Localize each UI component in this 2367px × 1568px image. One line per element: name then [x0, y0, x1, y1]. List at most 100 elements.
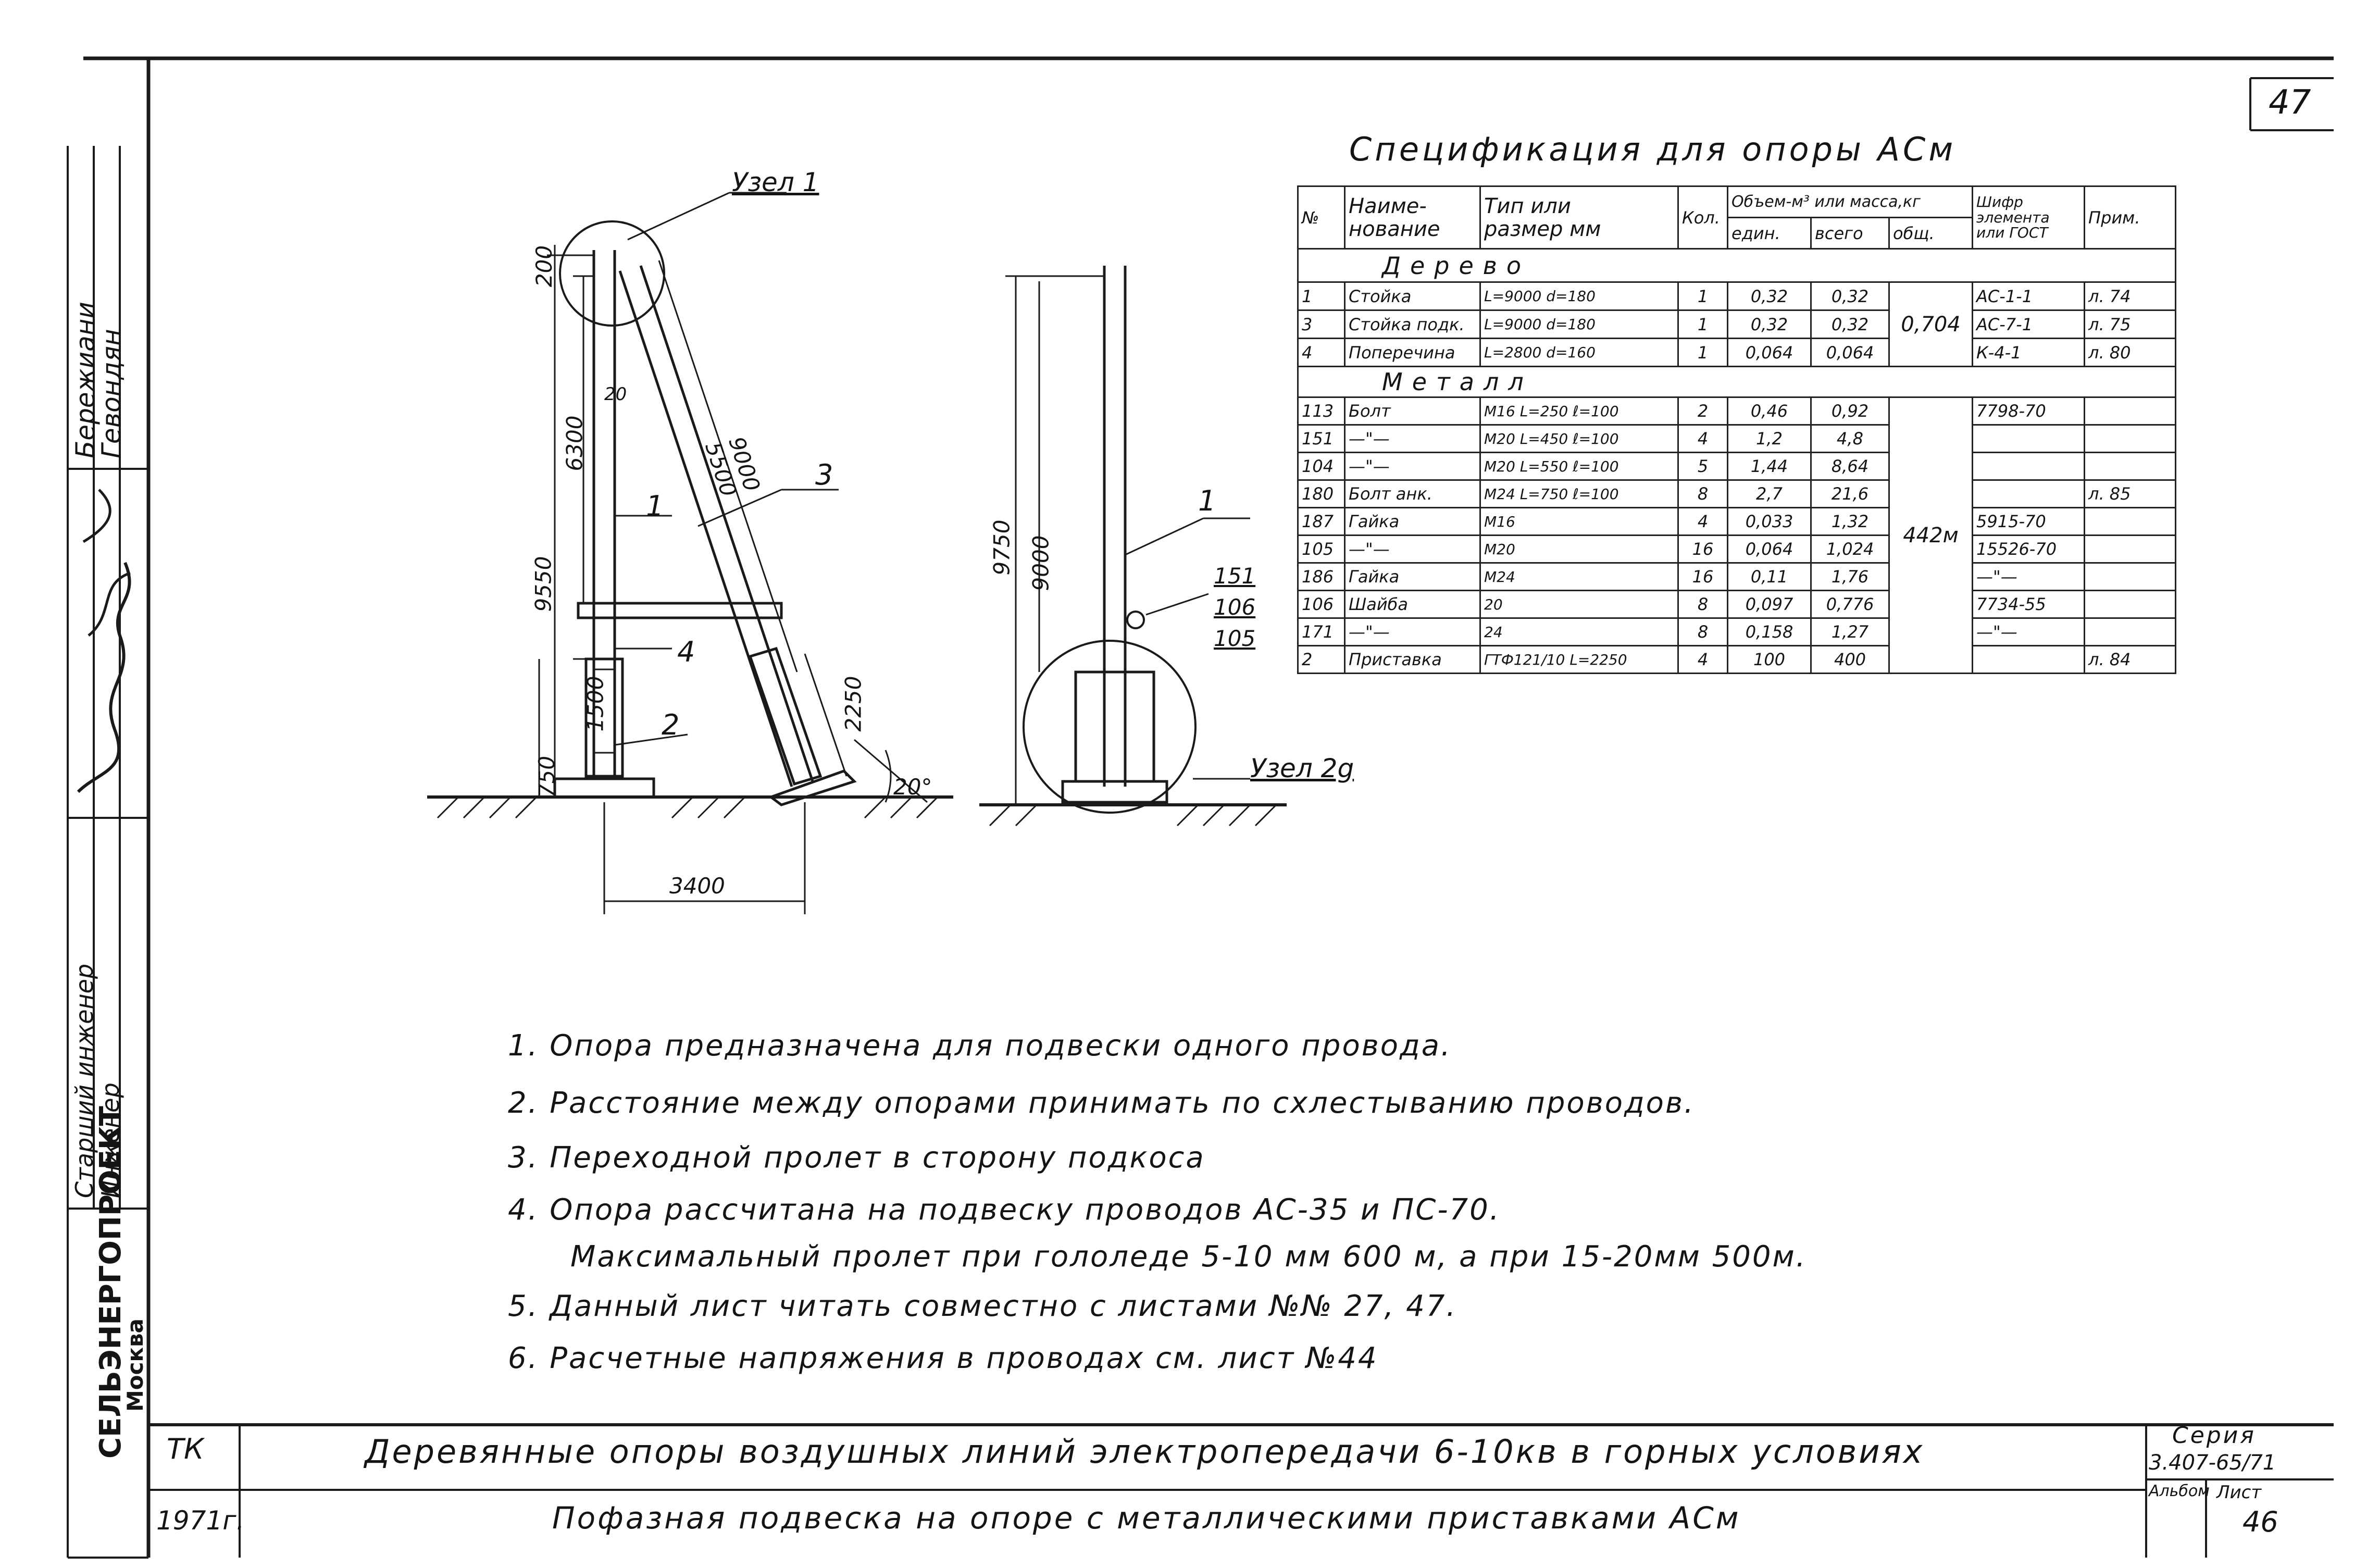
angle-20: 20 — [604, 384, 627, 405]
dim-9000b: 9000 — [1028, 535, 1054, 591]
cell-num: 104 — [1297, 452, 1346, 481]
cell-code: 15526-70 — [1972, 534, 2085, 564]
cell-unit: 1,2 — [1727, 424, 1812, 453]
dim-9550: 9550 — [530, 556, 556, 612]
cell-name: Гайка — [1344, 562, 1481, 591]
cell-note — [2084, 534, 2176, 564]
cell-type: ГТФ121/10 L=2250 — [1479, 645, 1679, 674]
note-6: 6. Расчетные напряжения в проводах см. л… — [508, 1341, 1378, 1375]
cell-num: 186 — [1297, 562, 1346, 591]
cell-num: 151 — [1297, 424, 1346, 453]
node-1-label: Узел 1 — [732, 167, 819, 197]
note-4: 4. Опора рассчитана на подвеску проводов… — [508, 1193, 1501, 1227]
cell-num: 180 — [1297, 479, 1346, 508]
side-role-1: Старший инженер — [70, 963, 98, 1198]
cell-num: 106 — [1297, 590, 1346, 619]
side-role-2: Инженер — [96, 1082, 124, 1198]
ref-2: 2 — [662, 708, 680, 741]
cell-qty: 8 — [1677, 590, 1728, 619]
cell-num: 1 — [1297, 281, 1346, 311]
cell-unit: 0,32 — [1727, 281, 1812, 311]
cell-qty: 5 — [1677, 452, 1728, 481]
dim-200: 200 — [531, 245, 557, 288]
cell-unit: 0,064 — [1727, 338, 1812, 367]
cell-unit: 0,46 — [1727, 396, 1812, 426]
col-name: Наиме- нование — [1344, 185, 1481, 250]
cell-type: L=9000 d=180 — [1479, 281, 1679, 311]
cell-note: л. 85 — [2084, 479, 2176, 508]
cell-qty: 2 — [1677, 396, 1728, 426]
col-num: № — [1297, 185, 1346, 250]
node-2-label: Узел 2g — [1250, 753, 1354, 783]
cell-note — [2084, 617, 2176, 646]
side-city: Москва — [122, 1318, 148, 1412]
cell-total: 0,064 — [1810, 338, 1890, 367]
cell-type: М20 L=550 ℓ=100 — [1479, 452, 1679, 481]
cell-total: 0,92 — [1810, 396, 1890, 426]
ref-106: 106 — [1214, 594, 1256, 620]
cell-code — [1972, 645, 2085, 674]
dim-750: 750 — [534, 755, 560, 798]
cell-note — [2084, 424, 2176, 453]
note-3: 3. Переходной пролет в сторону подкоса — [508, 1141, 1205, 1175]
cell-unit: 0,064 — [1727, 534, 1812, 564]
cell-unit: 0,32 — [1727, 309, 1812, 339]
ref-4: 4 — [677, 636, 695, 668]
cell-type: L=2800 d=160 — [1479, 338, 1679, 367]
col-total: всего — [1810, 217, 1890, 250]
cell-code: К-4-1 — [1972, 338, 2085, 367]
note-2: 2. Расстояние между опорами принимать по… — [508, 1086, 1695, 1120]
cell-code: 7798-70 — [1972, 396, 2085, 426]
cell-qty: 16 — [1677, 534, 1728, 564]
signatures — [77, 489, 131, 793]
cell-type: М16 L=250 ℓ=100 — [1479, 396, 1679, 426]
cell-total: 1,76 — [1810, 562, 1890, 591]
dim-2250: 2250 — [840, 676, 866, 732]
cell-qty: 8 — [1677, 617, 1728, 646]
cell-total: 4,8 — [1810, 424, 1890, 453]
cell-num: 4 — [1297, 338, 1346, 367]
album-label: Альбом — [2149, 1482, 2210, 1500]
cell-name: Поперечина — [1344, 338, 1481, 367]
cell-name: Гайка — [1344, 507, 1481, 536]
col-qty: Кол. — [1677, 185, 1728, 250]
cell-unit: 0,033 — [1727, 507, 1812, 536]
cell-type: М20 — [1479, 534, 1679, 564]
cell-name: Болт — [1344, 396, 1481, 426]
title-line-2: Пофазная подвеска на опоре с металлическ… — [552, 1500, 1741, 1536]
note-5: 5. Данный лист читать совместно с листам… — [508, 1289, 1457, 1323]
col-volume: Объем-м³ или масса,кг — [1727, 185, 1973, 218]
section-metal: Металл — [1297, 366, 2176, 397]
cell-note: л. 74 — [2084, 281, 2176, 311]
cell-code: —"— — [1972, 617, 2085, 646]
cell-type: 24 — [1479, 617, 1679, 646]
cell-type: М24 L=750 ℓ=100 — [1479, 479, 1679, 508]
cell-name: —"— — [1344, 534, 1481, 564]
cell-num: 187 — [1297, 507, 1346, 536]
cell-qty: 4 — [1677, 645, 1728, 674]
series-label: Серия — [2172, 1422, 2256, 1449]
ref-1: 1 — [646, 490, 664, 522]
cell-name: Приставка — [1344, 645, 1481, 674]
cell-note — [2084, 507, 2176, 536]
cell-unit: 0,11 — [1727, 562, 1812, 591]
cell-unit: 100 — [1727, 645, 1812, 674]
cell-total: 1,32 — [1810, 507, 1890, 536]
sheet-label: Лист — [2216, 1482, 2262, 1503]
sheet-number: 46 — [2243, 1505, 2278, 1538]
ref-151: 151 — [1214, 563, 1256, 589]
cell-note — [2084, 452, 2176, 481]
col-code: Шифр элемента или ГОСТ — [1972, 185, 2085, 250]
cell-note — [2084, 590, 2176, 619]
cell-total: 1,27 — [1810, 617, 1890, 646]
cell-num: 2 — [1297, 645, 1346, 674]
ref-3: 3 — [815, 458, 833, 491]
cell-total: 8,64 — [1810, 452, 1890, 481]
